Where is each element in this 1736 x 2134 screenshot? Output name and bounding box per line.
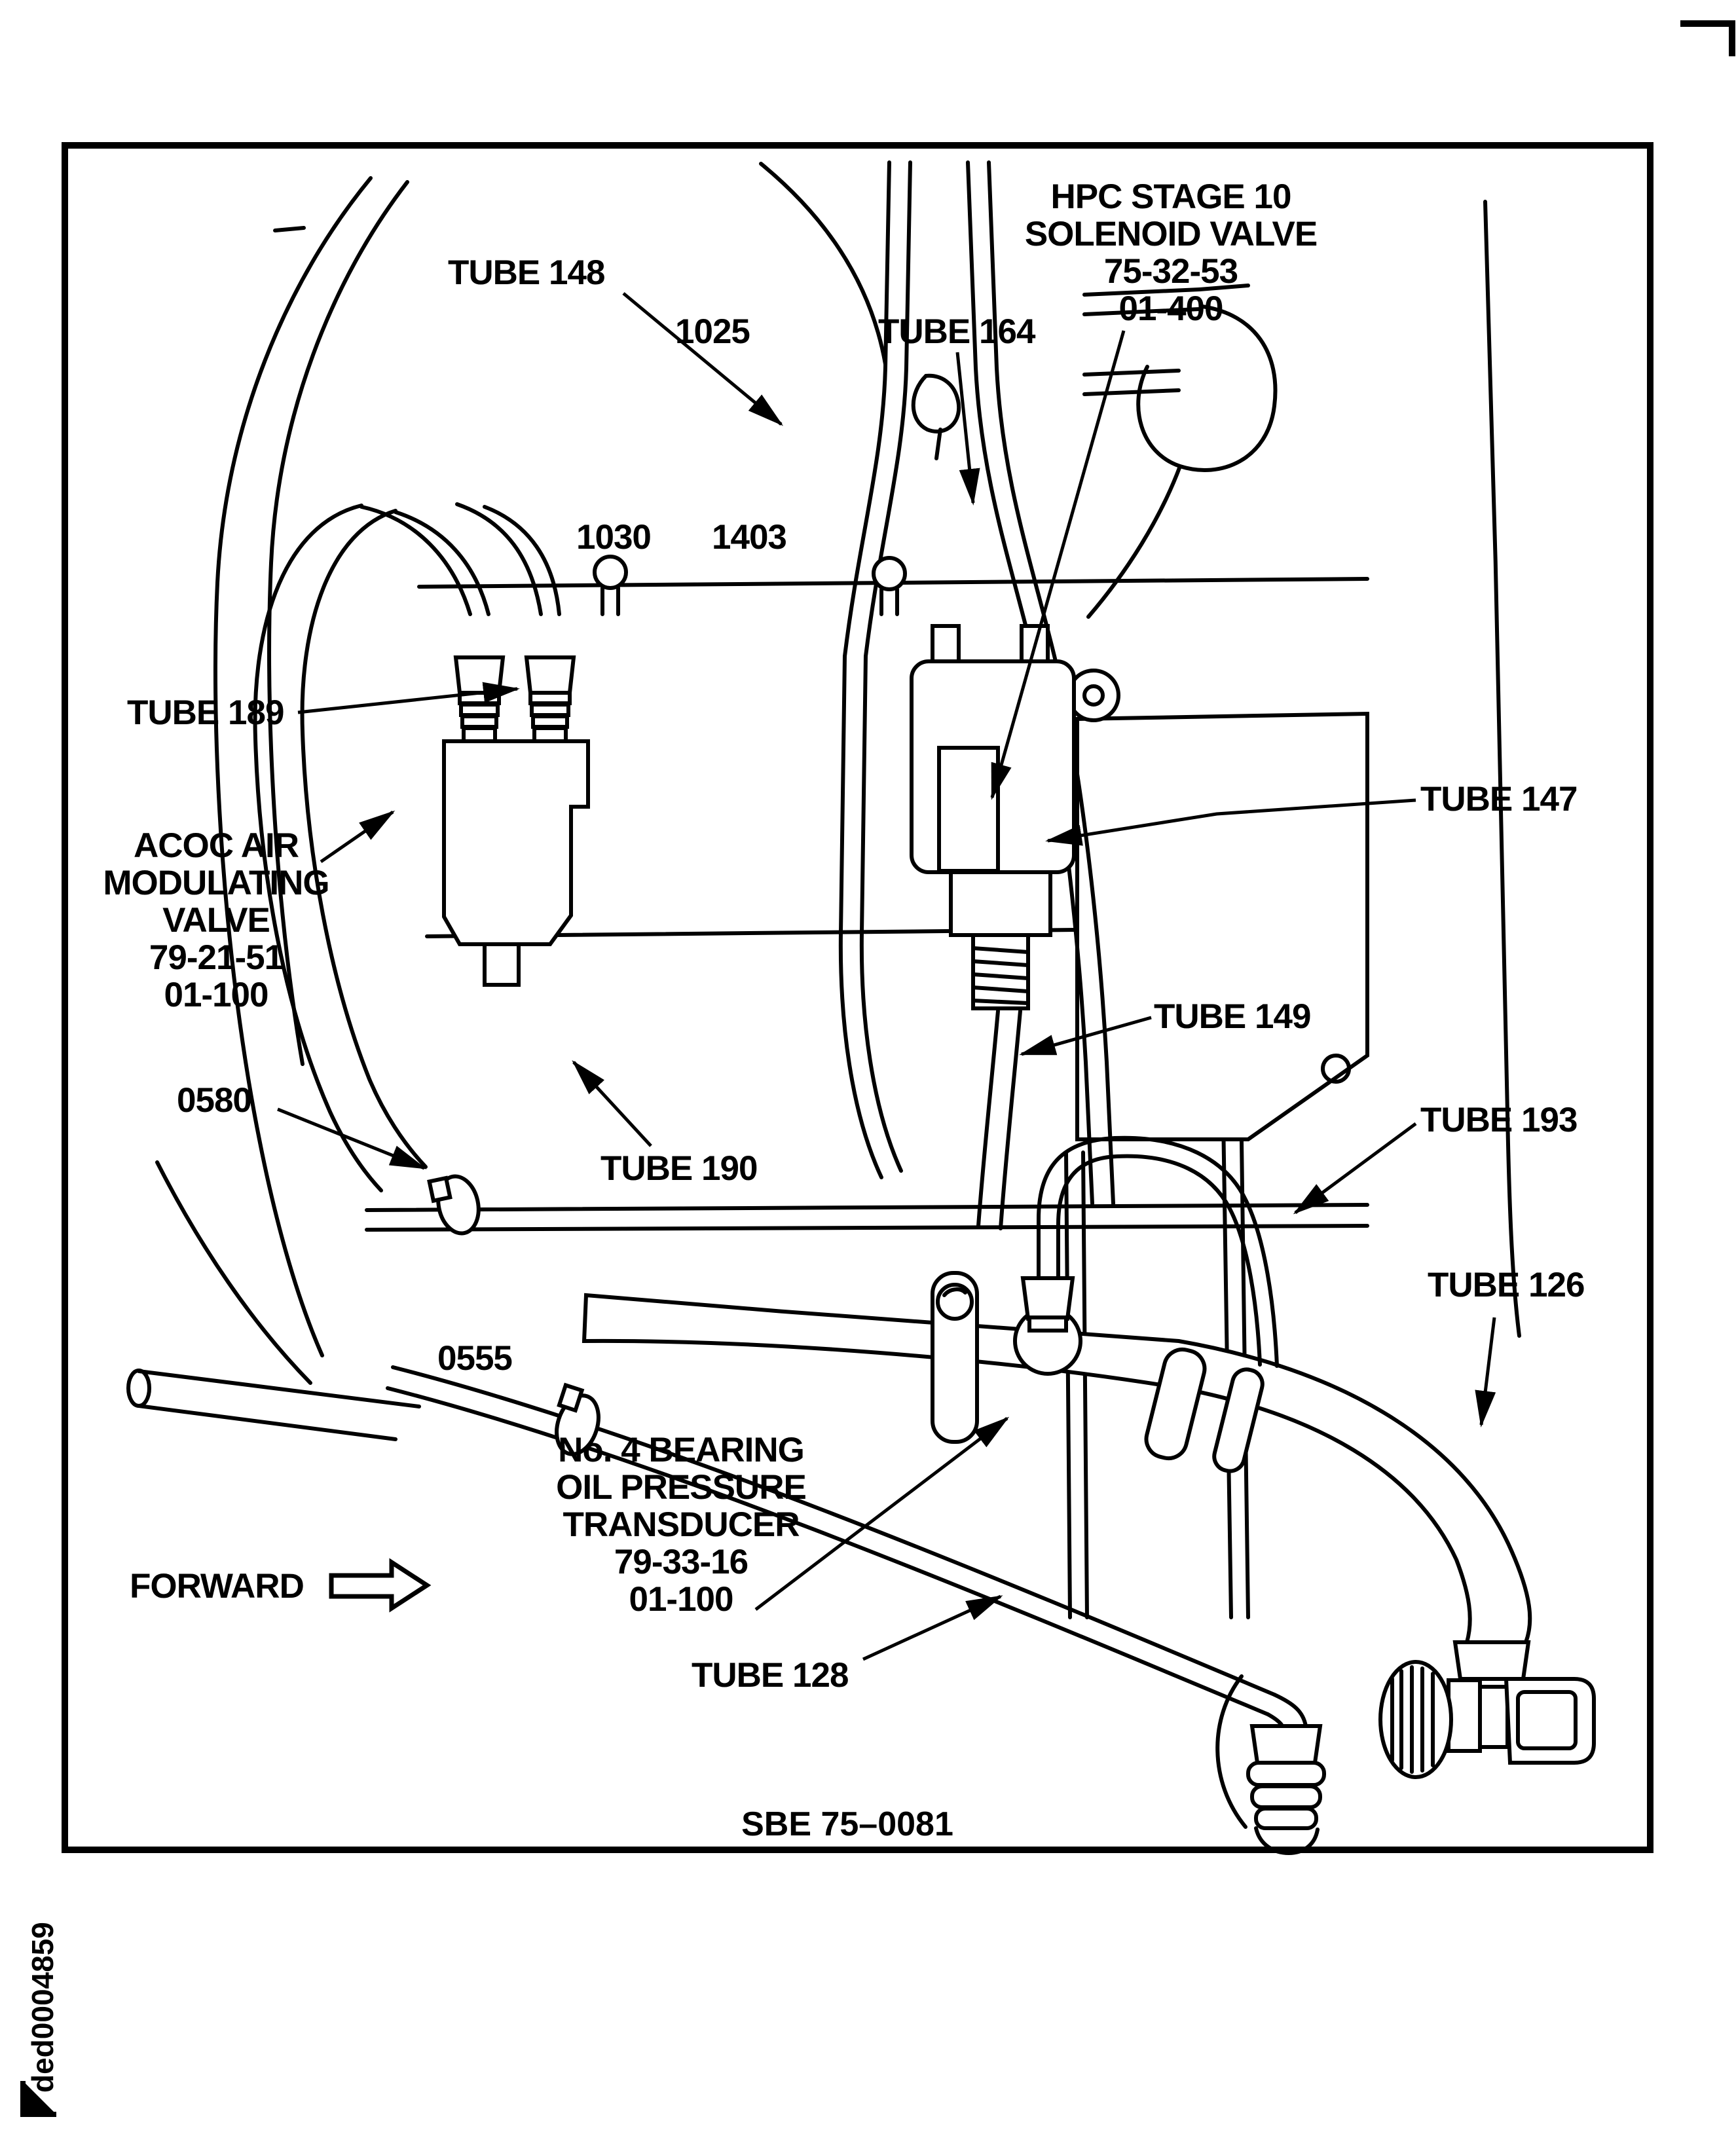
acoc-line-1: ACOC AIR	[133, 826, 299, 865]
callout-0555: 0555	[437, 1339, 513, 1378]
leader-tube-126	[1475, 1317, 1496, 1427]
acoc-line-5: 01-100	[164, 976, 268, 1014]
clamp-1403-part	[872, 556, 907, 616]
tube-126-coupling	[1378, 1640, 1596, 1779]
hpc-line-4: 01-400	[1118, 289, 1223, 328]
callout-tube-147: TUBE 147	[1420, 780, 1578, 819]
callout-tube-126: TUBE 126	[1428, 1266, 1585, 1304]
document-id: ded0004859	[26, 1922, 60, 2093]
callout-0580: 0580	[177, 1081, 252, 1120]
corner-bracket	[20, 2081, 56, 2117]
forward-arrow-icon	[329, 1558, 432, 1613]
hpc-line-2: SOLENOID VALVE	[1024, 215, 1318, 253]
figure-frame	[62, 142, 1653, 1853]
clamp-0555-part	[555, 1382, 600, 1456]
callout-bearing-transducer: No. 4 BEARING OIL PRESSURE TRANSDUCER 79…	[517, 1431, 845, 1618]
transducer-line-3: TRANSDUCER	[563, 1505, 800, 1544]
leader-tube-148	[622, 292, 784, 426]
callout-1403: 1403	[712, 518, 787, 557]
engine-line-art	[126, 160, 1596, 1856]
cowl-edge-inner	[267, 180, 409, 1066]
clamp-1025-part	[911, 373, 961, 460]
callout-1030: 1030	[576, 518, 652, 557]
callout-acoc-valve: ACOC AIR MODULATING VALVE 79-21-51 01-10…	[52, 827, 380, 1014]
callout-tube-148: TUBE 148	[448, 253, 605, 292]
transducer-line-2: OIL PRESSURE	[556, 1468, 807, 1507]
cowl-lower	[155, 1160, 312, 1385]
leader-tube-164	[955, 352, 980, 506]
leader-tube-149	[1019, 1016, 1152, 1056]
callout-tube-149: TUBE 149	[1154, 997, 1311, 1036]
callout-tube-190: TUBE 190	[600, 1149, 758, 1188]
leader-tube-190	[572, 1060, 652, 1147]
hpc-line-3: 75-32-53	[1103, 252, 1238, 291]
leader-tube-189	[297, 682, 520, 714]
panel-edge	[1483, 200, 1521, 1338]
mounting-plate	[1075, 711, 1369, 1141]
callout-hpc-solenoid-valve: HPC STAGE 10 SOLENOID VALVE 75-32-53 01-…	[974, 178, 1367, 327]
clamp-1030-part	[593, 555, 628, 616]
hpc-line-1: HPC STAGE 10	[1050, 177, 1292, 216]
acoc-line-3: VALVE	[162, 901, 270, 940]
support-bracket	[931, 1271, 979, 1444]
leader-hpc-valve	[990, 330, 1126, 800]
cowl-edge	[213, 176, 373, 1357]
tube-128-line	[391, 1365, 1276, 1697]
crop-mark	[1680, 20, 1735, 56]
tube-148-line	[838, 160, 891, 1179]
tube-128-elbow-fitting	[1215, 1674, 1326, 1856]
leader-acoc-valve	[320, 810, 396, 864]
leader-transducer	[754, 1416, 1010, 1611]
transducer-line-1: No. 4 BEARING	[558, 1431, 805, 1469]
tube-193-line	[1037, 1135, 1279, 1368]
forward-label: FORWARD	[130, 1567, 305, 1606]
clamp-0580-part	[427, 1174, 481, 1236]
acoc-line-2: MODULATING	[103, 864, 329, 902]
acoc-line-4: 79-21-51	[149, 938, 284, 977]
callout-tube-128: TUBE 128	[692, 1656, 849, 1695]
leader-lines	[277, 292, 1496, 1661]
figure-caption: SBE 75–0081	[741, 1805, 953, 1843]
leader-tube-147	[1045, 798, 1416, 846]
transducer-line-4: 79-33-16	[614, 1543, 748, 1581]
callout-1025: 1025	[675, 312, 750, 351]
transducer-line-5: 01-100	[629, 1580, 733, 1619]
leader-tube-128	[862, 1594, 1003, 1661]
leader-tube-193	[1293, 1122, 1417, 1215]
leader-0580	[277, 1107, 427, 1170]
callout-tube-193: TUBE 193	[1420, 1101, 1578, 1139]
callout-tube-189: TUBE 189	[127, 693, 284, 732]
acoc-valve-body	[442, 655, 590, 987]
callout-tube-164: TUBE 164	[878, 312, 1035, 351]
tube-164-line	[1136, 304, 1278, 472]
